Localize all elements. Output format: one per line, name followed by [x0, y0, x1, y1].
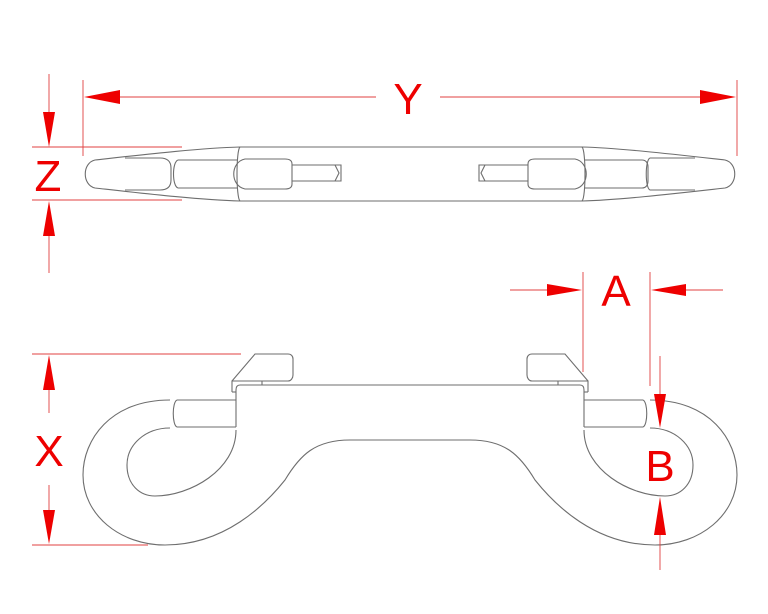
dimension-a: A [510, 267, 723, 386]
top-view [84, 146, 736, 202]
arrow-right-icon [547, 284, 582, 296]
arrow-down-icon [43, 510, 55, 544]
arrow-up-icon [654, 497, 666, 535]
arrow-down-icon [654, 394, 666, 428]
arrow-left-icon [84, 90, 120, 104]
dimension-x: X [32, 353, 241, 546]
label-a: A [601, 267, 631, 316]
arrow-up-icon [43, 355, 55, 390]
dimension-z: Z [32, 74, 182, 273]
label-x: X [34, 427, 63, 476]
arrow-right-icon [700, 90, 736, 104]
label-z: Z [35, 152, 62, 201]
arrow-left-icon [651, 284, 686, 296]
side-view [82, 353, 738, 546]
arrow-up-icon [43, 201, 55, 236]
dimension-b: B [645, 356, 675, 570]
label-y: Y [393, 75, 422, 124]
arrow-down-icon [43, 112, 55, 147]
dimension-y: Y [82, 75, 738, 156]
label-b: B [645, 442, 674, 491]
